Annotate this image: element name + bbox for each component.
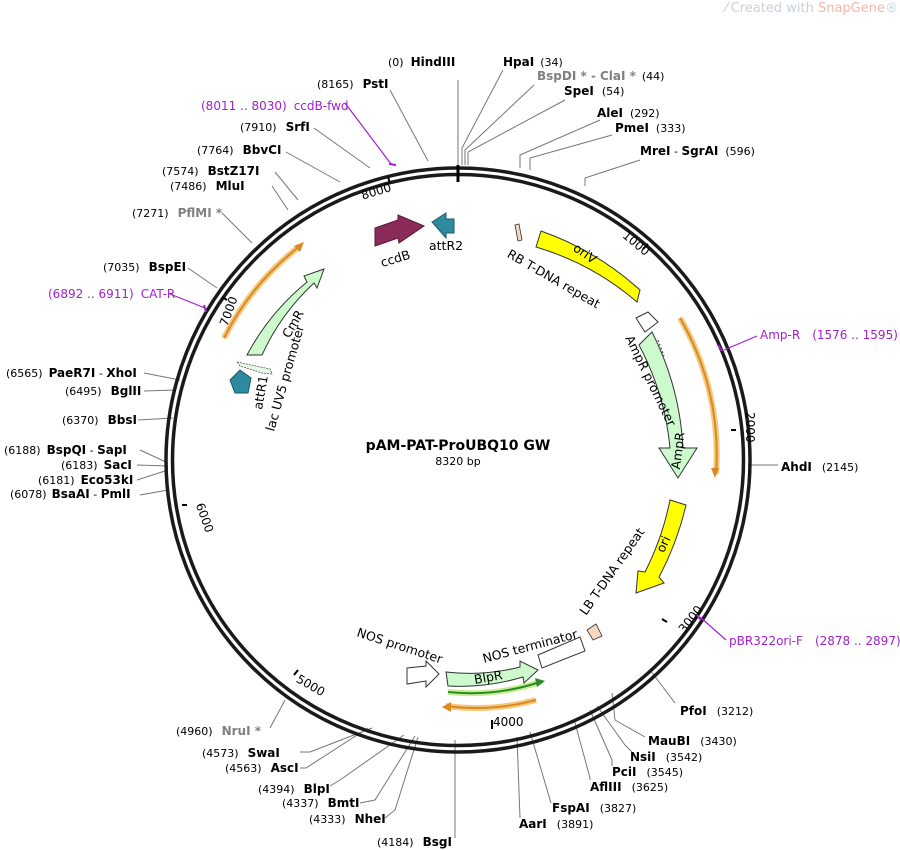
site-hindiii: (0)HindIII [388,55,455,69]
tick-4000: 4000 [493,715,524,729]
ampr-feature [638,331,698,479]
site-pflmi: (7271)PflMI * [132,206,223,220]
site-pcii: PciI(3545) [612,765,683,779]
primer-ticks [203,163,723,621]
site-bspei: (7035)BspEI [103,260,186,274]
site-pmei: PmeI(333) [615,121,686,135]
oriv-feature [535,230,641,303]
site-bglii: (6495)BglII [65,384,141,398]
primer-ccdb-fwd: (8011 .. 8030)ccdB-fwd [201,99,349,113]
site-srfi: (7910)SrfI [240,120,310,134]
ampr-promoter-feature [635,311,659,333]
nos-primer-line [445,699,537,709]
site-ahdi: AhdI(2145) [781,460,858,474]
site-psti: (8165)PstI [317,77,389,91]
site-bbsi: (6370)BbsI [62,413,137,427]
ccdb-label: ccdB [379,247,412,270]
cat-r-primer-line [223,245,301,339]
leader-lines [136,69,778,838]
site-paer7i: (6565)PaeR7I - XhoI [6,366,137,380]
snapgene-watermark: ⁄Created with SnapGene® [725,0,898,16]
ccdb-feature [374,214,426,247]
ori-label: ori [653,534,673,555]
site-aari: AarI(3891) [519,817,593,831]
primer-labels: (8011 .. 8030)ccdB-fwd (6892 .. 6911)CAT… [48,99,900,648]
site-bspdi: BspDI * -ClaI *(44) [537,69,664,83]
site-blpi: (4394)BlpI [258,782,330,796]
site-bsaai: (6078)BsaAI - PmlI [10,487,131,501]
site-labels: (0)HindIII HpaI(34) BspDI * -ClaI *(44) … [4,55,858,849]
attr2-label: attR2 [429,238,463,253]
lb-label: LB T-DNA repeat [576,525,647,618]
site-pfoi: PfoI(3212) [680,704,753,718]
lac-uv5-feature [236,361,273,375]
site-maubi: MauBI(3430) [648,734,737,748]
site-bsgi: (4184)BsgI [377,835,452,849]
site-eco53ki: (6181)Eco53kI [38,473,133,487]
site-nrui: (4960)NruI * [176,724,262,738]
snapgene-logo-icon: ⁄ [725,0,728,16]
primer-pbr322ori-f: pBR322ori-F(2878 .. 2897) [729,634,900,648]
nos-promoter-feature [406,659,440,689]
site-mlui: (7486)MluI [170,179,245,193]
lb-feature [586,623,603,641]
site-swai: (4573)SwaI [202,746,280,760]
amp-r-primer-line [679,317,718,475]
site-asci: (4563)AscI [225,761,299,775]
plasmid-length: 8320 bp [435,455,480,468]
attr1-feature [229,369,252,394]
blpr-feature [445,660,539,687]
site-nsii: NsiI(3542) [630,750,702,764]
cmr-feature [246,268,325,356]
site-bbvci: (7764)BbvCI [197,143,281,157]
plasmid-name: pAM-PAT-ProUBQ10 GW [366,438,551,454]
blpr-label: BlpR [473,667,504,687]
site-bspqi: (6188)BspQI - SapI [4,443,127,457]
site-spei: SpeI(54) [564,84,624,98]
tick-2000: 2000 [743,412,757,443]
site-bmti: (4337)BmtI [282,796,359,810]
attr1-label: attR1 [250,374,271,410]
rb-feature [514,223,523,242]
primer-cat-r: (6892 .. 6911)CAT-R [48,287,175,301]
site-nhei: (4333)NheI [309,812,386,826]
site-aflii: AflIII(3625) [590,780,668,794]
site-saci: (6183)SacI [61,458,132,472]
site-fspai: FspAI(3827) [552,801,636,815]
site-bstz17i: (7574)BstZ17I [162,164,259,178]
blpr-primer-line [447,681,541,695]
site-mrei: MreI - SgrAI(596) [640,144,755,158]
nos-promoter-label: NOS promoter [355,625,445,667]
site-alei: AleI(292) [597,106,660,120]
attr2-feature [431,212,455,240]
tick-6000: 6000 [193,501,217,534]
primer-amp-r: Amp-R(1576 .. 1595) [760,328,898,342]
tick-marks [182,176,736,729]
nos-terminator-feature [537,636,586,669]
ori-feature [635,499,687,594]
site-hpai: HpaI(34) [503,55,563,69]
ampr-label: AmpR [668,431,687,470]
